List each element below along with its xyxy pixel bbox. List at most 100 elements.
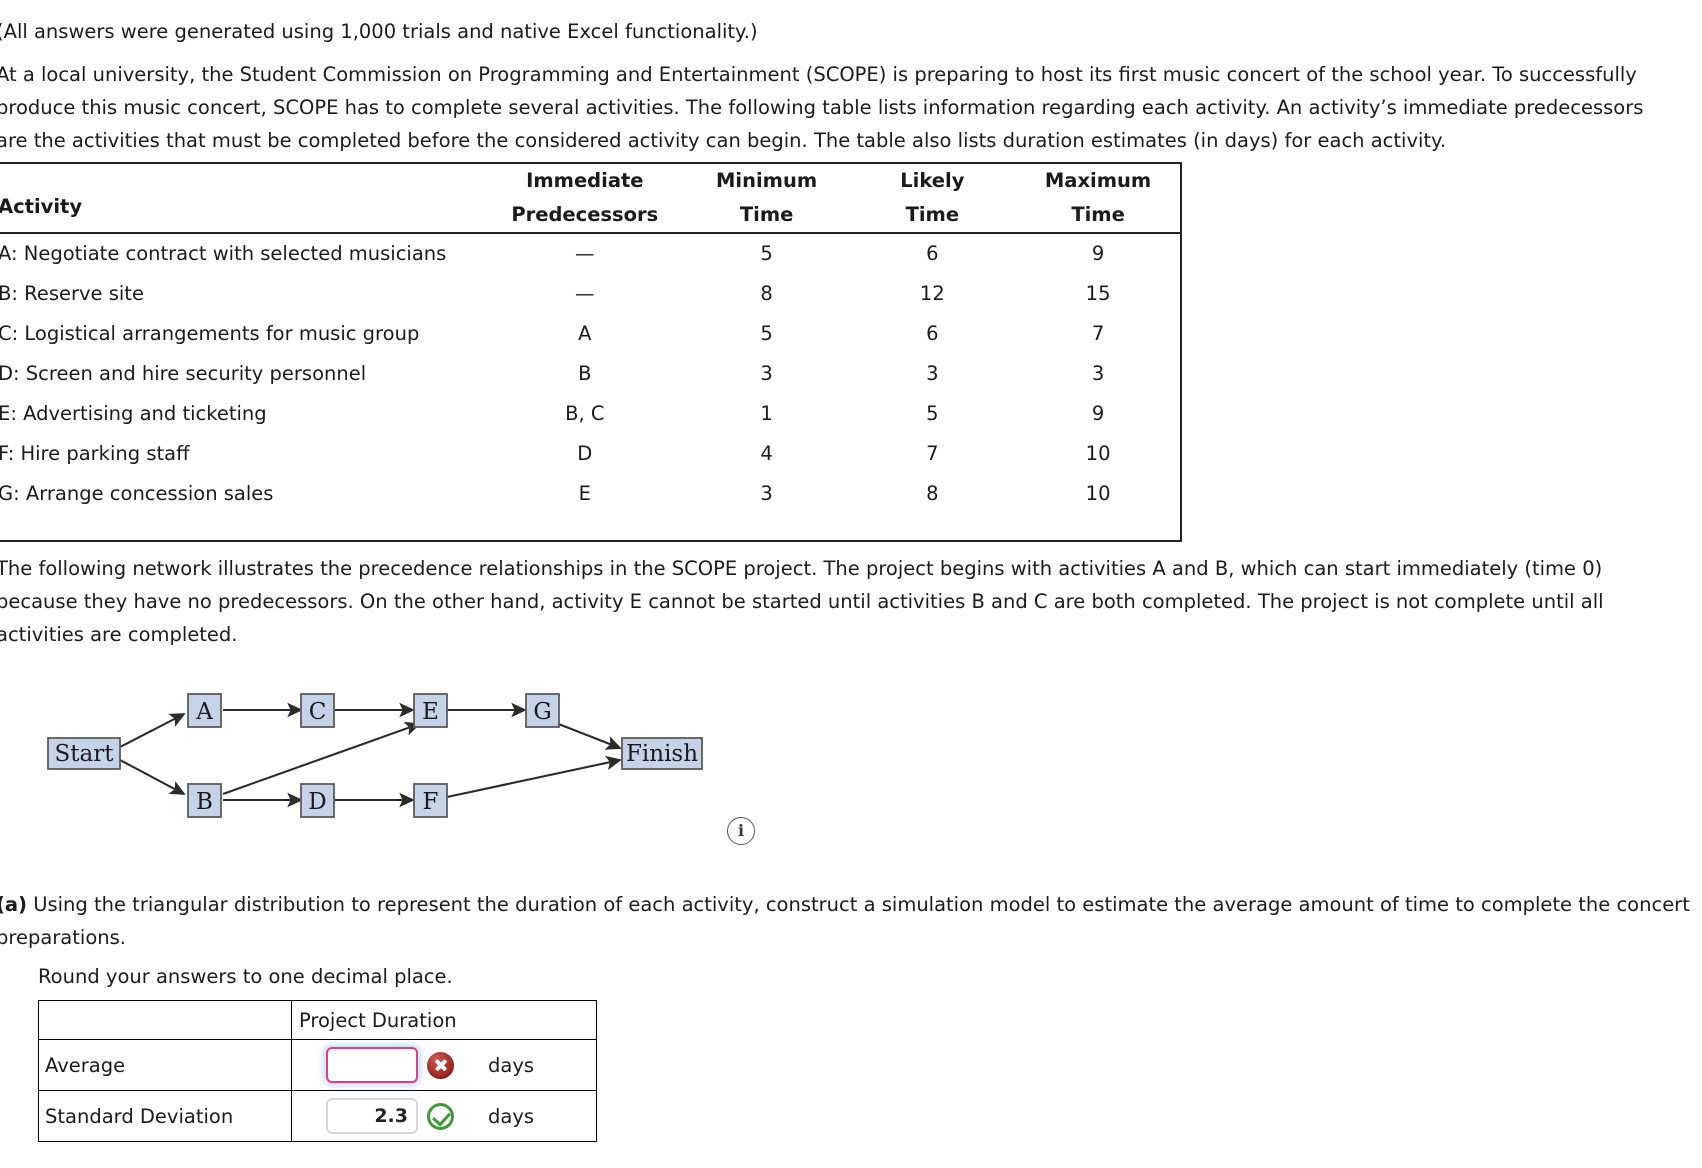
activity-table-header-row: Activity Immediate Predecessors Minimum … (0, 162, 1182, 234)
header-likely-line2: Time (905, 203, 960, 226)
edge-b-e (222, 721, 421, 795)
cell-activity: A: Negotiate contract with selected musi… (0, 242, 447, 265)
header-predecessors-line2: Predecessors (511, 203, 659, 226)
cell-maximum: 7 (1091, 322, 1105, 345)
cell-minimum: 1 (760, 402, 773, 425)
table-row: G: Arrange concession sales E 3 8 10 (0, 474, 1182, 514)
node-f: F (413, 783, 448, 818)
cell-predecessors: D (577, 442, 593, 465)
edge-start-b (119, 759, 186, 795)
header-likely-time: Likely Time (850, 162, 1015, 234)
cell-likely: 12 (919, 282, 945, 305)
incorrect-icon (427, 1051, 454, 1079)
answer-row-standard-deviation: Standard Deviation days (38, 1090, 597, 1142)
info-icon[interactable]: i (727, 817, 755, 845)
standard-deviation-input[interactable] (326, 1098, 418, 1134)
table-bottom-rule (0, 540, 1182, 542)
cell-likely: 8 (926, 482, 939, 505)
node-b-label: B (196, 789, 213, 815)
cell-minimum: 8 (760, 282, 773, 305)
header-activity-label: Activity (0, 195, 83, 218)
trials-note: (All answers were generated using 1,000 … (0, 20, 758, 43)
unit-days-average: days (488, 1053, 535, 1077)
part-a-text: Using the triangular distribution to rep… (0, 893, 1690, 949)
header-minimum-line2: Time (739, 203, 794, 226)
header-likely-line1: Likely (900, 169, 965, 192)
cell-maximum: 10 (1085, 482, 1111, 505)
unit-days-standard-deviation: days (488, 1104, 535, 1128)
precedence-network-diagram: Start A C E G (36, 690, 756, 840)
cell-maximum: 3 (1091, 362, 1105, 385)
node-d: D (300, 783, 335, 818)
table-row: E: Advertising and ticketing B, C 1 5 9 (0, 394, 1182, 434)
cell-minimum: 4 (760, 442, 773, 465)
node-finish-label: Finish (626, 741, 698, 767)
average-input[interactable] (326, 1047, 418, 1083)
answer-label-standard-deviation: Standard Deviation (38, 1090, 292, 1142)
answer-row-average: Average days (38, 1039, 597, 1091)
part-a-label: (a) (0, 893, 27, 916)
table-row: F: Hire parking staff D 4 7 10 (0, 434, 1182, 474)
cell-likely: 6 (926, 322, 939, 345)
node-start: Start (47, 737, 121, 770)
cell-predecessors: A (578, 322, 592, 345)
network-nodes: Start A C E G (47, 693, 703, 818)
answer-table: Project Duration Average days Standard D… (38, 1000, 597, 1142)
node-d-label: D (308, 789, 326, 815)
cell-likely: 5 (926, 402, 939, 425)
cell-maximum: 9 (1091, 242, 1105, 265)
cell-predecessors: — (575, 282, 595, 305)
node-b: B (187, 783, 222, 818)
answer-label-average: Average (38, 1039, 292, 1091)
answer-table-header-row: Project Duration (38, 1000, 597, 1040)
answer-value-average: days (291, 1039, 597, 1091)
answer-header-blank (38, 1000, 292, 1040)
network-edges (119, 702, 622, 808)
node-e: E (413, 693, 448, 728)
rounding-instruction: Round your answers to one decimal place. (38, 965, 453, 988)
cell-minimum: 5 (760, 242, 773, 265)
table-row: D: Screen and hire security personnel B … (0, 354, 1182, 394)
correct-icon (427, 1102, 454, 1130)
cell-likely: 6 (926, 242, 939, 265)
node-start-label: Start (55, 741, 115, 767)
header-activity: Activity (0, 162, 487, 234)
node-a-label: A (195, 699, 213, 725)
node-a: A (187, 693, 222, 728)
answer-value-standard-deviation: days (291, 1090, 597, 1142)
node-c-label: C (309, 699, 327, 725)
edge-start-a (119, 713, 186, 748)
node-e-label: E (422, 699, 439, 725)
header-maximum-line2: Time (1071, 203, 1125, 226)
cell-activity: E: Advertising and ticketing (0, 402, 267, 425)
edge-g-finish (555, 722, 622, 750)
node-g-label: G (533, 699, 551, 725)
header-maximum-time: Maximum Time (1014, 162, 1182, 234)
cell-predecessors: B (578, 362, 592, 385)
answer-header-project-duration: Project Duration (291, 1000, 597, 1040)
node-f-label: F (423, 789, 439, 815)
cell-likely: 3 (926, 362, 939, 385)
edge-f-finish (446, 755, 622, 799)
header-maximum-line1: Maximum (1044, 169, 1152, 192)
cell-activity: D: Screen and hire security personnel (0, 362, 367, 385)
intro-paragraph: At a local university, the Student Commi… (0, 63, 1644, 152)
cell-predecessors: B, C (565, 402, 605, 425)
activity-table: Activity Immediate Predecessors Minimum … (0, 162, 1182, 514)
network-description-paragraph: The following network illustrates the pr… (0, 557, 1604, 646)
node-finish: Finish (621, 737, 703, 770)
cell-minimum: 5 (760, 322, 773, 345)
node-c: C (300, 693, 335, 728)
activity-table-container: Activity Immediate Predecessors Minimum … (0, 162, 1182, 514)
table-right-rule (1180, 162, 1182, 542)
cell-activity: C: Logistical arrangements for music gro… (0, 322, 420, 345)
node-g: G (525, 693, 560, 728)
header-minimum-line1: Minimum (716, 169, 818, 192)
table-row: C: Logistical arrangements for music gro… (0, 314, 1182, 354)
header-immediate-predecessors: Immediate Predecessors (486, 162, 683, 234)
header-predecessors-line1: Immediate (526, 169, 644, 192)
table-row: B: Reserve site — 8 12 15 (0, 274, 1182, 314)
question-part-a: (a) Using the triangular distribution to… (0, 888, 1690, 954)
activity-table-head: Activity Immediate Predecessors Minimum … (0, 162, 1182, 234)
